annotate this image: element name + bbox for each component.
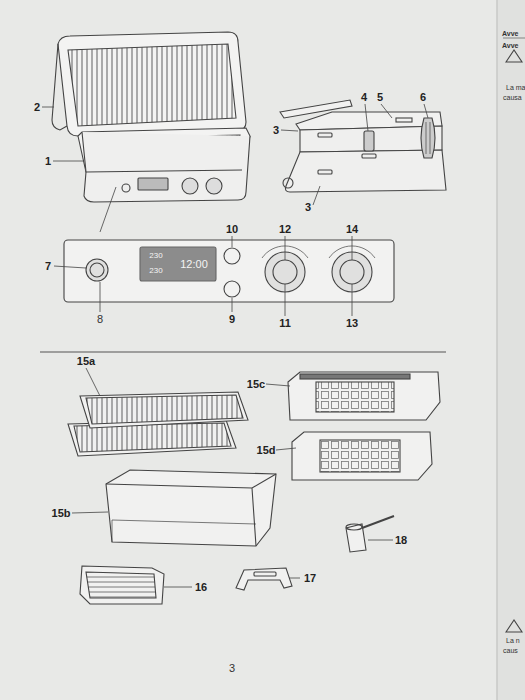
callout-number: 13 <box>346 318 358 329</box>
cut-text: La n <box>506 637 520 644</box>
callout-number: 8 <box>97 314 103 325</box>
display-clock: 12:00 <box>180 259 208 270</box>
callout-number: 1 <box>45 156 51 167</box>
callout-number: 9 <box>229 314 235 325</box>
cut-heading: Avve <box>502 30 518 37</box>
cut-heading: Avve <box>502 42 518 49</box>
cut-text: La ma <box>506 84 525 91</box>
callout-number: 15b <box>52 508 71 519</box>
page-number: 3 <box>229 663 235 674</box>
callout-number: 14 <box>346 224 358 235</box>
cut-text: causa <box>503 94 522 101</box>
callout-number: 18 <box>395 535 407 546</box>
callout-number: 6 <box>420 92 426 103</box>
callout-number: 12 <box>279 224 291 235</box>
callout-number: 3 <box>273 125 279 136</box>
callout-number: 10 <box>226 224 238 235</box>
display-reading: 230 <box>149 252 162 260</box>
cut-text: caus <box>503 647 518 654</box>
display-reading: 230 <box>149 267 162 275</box>
callout-number: 17 <box>304 573 316 584</box>
callout-number: 15c <box>247 379 265 390</box>
callout-number: 15d <box>257 445 276 456</box>
callout-number: 3 <box>305 202 311 213</box>
callout-number: 2 <box>34 102 40 113</box>
callout-number: 15a <box>77 356 95 367</box>
callout-number: 16 <box>195 582 207 593</box>
callout-number: 7 <box>45 261 51 272</box>
callout-number: 4 <box>361 92 367 103</box>
callout-number: 11 <box>279 318 291 329</box>
callout-number: 5 <box>377 92 383 103</box>
